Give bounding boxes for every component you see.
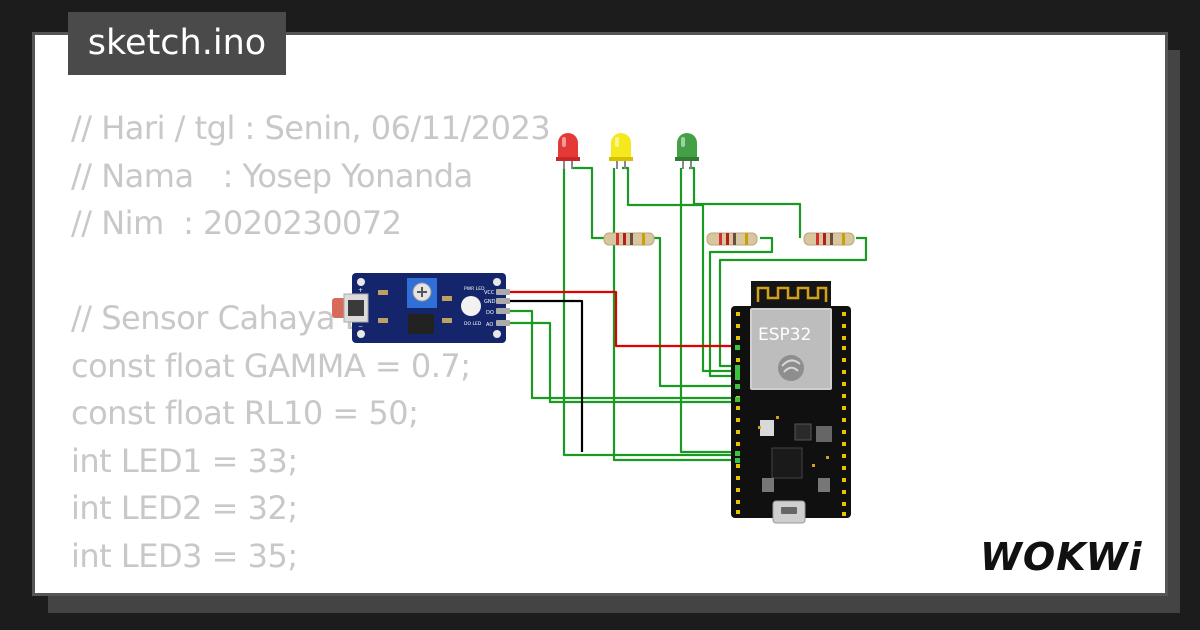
wire-yellow-led-anode xyxy=(612,168,736,462)
ldr-photoresistor-icon xyxy=(332,293,369,323)
code-line: int LED2 = 32; xyxy=(71,489,298,527)
wire-sensor-vcc xyxy=(498,290,736,348)
code-line: const float GAMMA = 0.7; xyxy=(71,346,471,385)
wire-red-led-resistor xyxy=(572,166,736,388)
led-green[interactable] xyxy=(675,133,699,169)
ldr-sensor-module[interactable]: + − PWR LED DO LED VCC GND DO AO xyxy=(332,273,510,343)
resistor[interactable] xyxy=(803,232,855,246)
wire-red-led-anode xyxy=(562,168,736,457)
pin-header-right xyxy=(842,312,846,516)
led-red[interactable] xyxy=(556,133,580,169)
file-tab[interactable]: sketch.ino xyxy=(68,12,286,75)
svg-text:−: − xyxy=(358,323,363,330)
pwr-led-label: PWR LED xyxy=(464,286,485,292)
wokwi-logo-text: WOKWi xyxy=(980,535,1143,579)
wire-resistor-c-out xyxy=(718,236,868,368)
wire-resistor-b-out xyxy=(708,236,774,378)
preview-card: // Hari / tgl : Senin, 06/11/2023 // Nama… xyxy=(32,32,1168,596)
esp32-board[interactable]: ESP32 xyxy=(731,281,851,524)
code-preview: // Hari / tgl : Senin, 06/11/2023 // Nama… xyxy=(71,105,551,580)
resistor[interactable] xyxy=(603,232,655,246)
resistor[interactable] xyxy=(706,232,758,246)
board-label: ESP32 xyxy=(758,325,811,345)
code-line: int LED1 = 33; xyxy=(71,441,298,480)
code-line: // Hari / tgl : Senin, 06/11/2023 xyxy=(71,109,551,147)
wire-sensor-do xyxy=(498,309,736,400)
code-line: const float RL10 = 50; xyxy=(71,394,419,432)
wokwi-logo: WOKWi xyxy=(980,535,1143,579)
espressif-logo-icon xyxy=(778,355,804,381)
do-led-label: DO LED xyxy=(464,321,482,327)
code-line: // Nama : Yosep Yonanda xyxy=(71,156,473,195)
wire-sensor-ao xyxy=(498,321,736,404)
wire-sensor-gnd xyxy=(498,299,584,452)
code-line: int LED3 = 35; xyxy=(71,536,298,575)
pin-label-ao: AO xyxy=(486,322,493,328)
svg-text:+: + xyxy=(358,287,363,294)
code-line: // Nim : 2020230072 xyxy=(71,204,402,242)
wires xyxy=(498,166,868,462)
wire-green-led-resistor xyxy=(689,166,802,238)
pin-label-gnd: GND xyxy=(484,299,496,305)
led-yellow[interactable] xyxy=(609,133,633,169)
pin-label-vcc: VCC xyxy=(484,290,495,296)
wire-green-led-anode xyxy=(679,168,736,454)
pin-label-do: DO xyxy=(486,310,494,316)
antenna-icon xyxy=(756,286,828,302)
